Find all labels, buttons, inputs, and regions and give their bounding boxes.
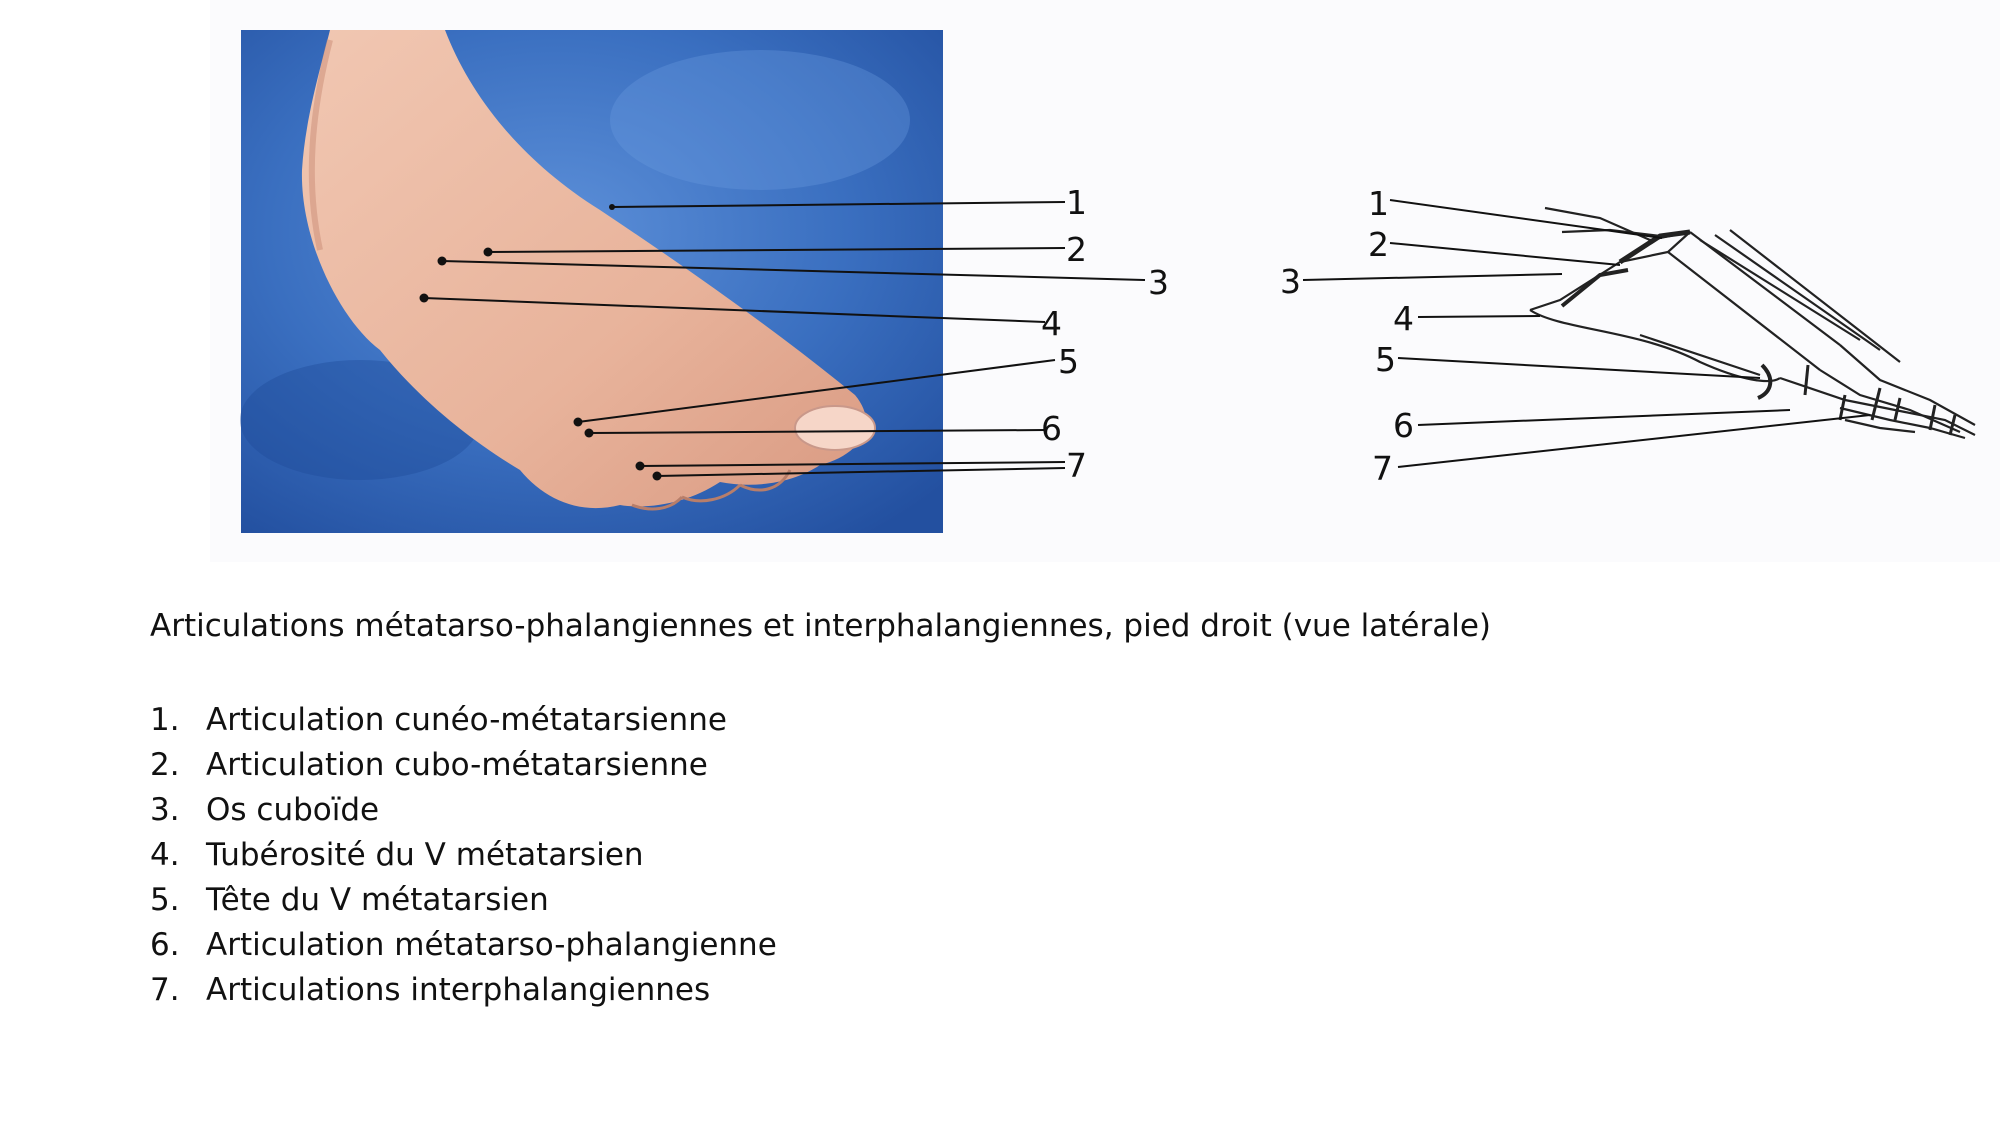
legend-item: 4. Tubérosité du V métatarsien xyxy=(150,833,777,878)
drawing-leader-lines xyxy=(1302,199,1871,468)
foot-silhouette xyxy=(301,30,867,509)
legend-number: 2. xyxy=(150,747,180,783)
legend-item: 3. Os cuboïde xyxy=(150,788,777,833)
legend-item: 1. Articulation cunéo-métatarsienne xyxy=(150,698,777,743)
drawing-callout-3: 3 xyxy=(1280,262,1301,301)
legend-number: 3. xyxy=(150,792,180,828)
legend-number: 4. xyxy=(150,837,180,873)
drawing-callout-6: 6 xyxy=(1393,406,1414,445)
photo-callout-5: 5 xyxy=(1058,342,1079,381)
photo-callout-4: 4 xyxy=(1041,304,1062,343)
legend-item: 5. Tête du V métatarsien xyxy=(150,878,777,923)
legend-number: 6. xyxy=(150,927,180,963)
big-toe-nail xyxy=(794,405,876,451)
legend-label: Os cuboïde xyxy=(206,792,380,828)
photo-callout-7: 7 xyxy=(1066,446,1087,485)
drawing-callouts: 1 2 3 4 5 6 7 xyxy=(1280,184,1414,488)
legend-list: 1. Articulation cunéo-métatarsienne 2. Art… xyxy=(150,698,777,1013)
legend-label: Articulation métatarso-phalangienne xyxy=(206,927,777,963)
photo-callout-1: 1 xyxy=(1066,183,1087,222)
figure-caption: Articulations métatarso-phalangiennes et… xyxy=(150,608,1491,644)
photo-callouts: 1 2 3 4 5 6 7 xyxy=(1041,183,1169,485)
drawing-callout-1: 1 xyxy=(1368,184,1389,223)
drawing-callout-4: 4 xyxy=(1393,299,1414,338)
drawing-callout-5: 5 xyxy=(1375,340,1396,379)
legend-label: Articulation cubo-métatarsienne xyxy=(206,747,708,783)
legend-number: 5. xyxy=(150,882,180,918)
photo-callout-3: 3 xyxy=(1148,263,1169,302)
legend-item: 2. Articulation cubo-métatarsienne xyxy=(150,743,777,788)
legend-item: 7. Articulations interphalangiennes xyxy=(150,968,777,1013)
legend-label: Articulations interphalangiennes xyxy=(206,972,711,1008)
photo-callout-6: 6 xyxy=(1041,409,1062,448)
foot-skeleton-drawing xyxy=(1529,206,1976,440)
legend-label: Tête du V métatarsien xyxy=(206,882,549,918)
legend-item: 6. Articulation métatarso-phalangienne xyxy=(150,923,777,968)
drawing-callout-7: 7 xyxy=(1372,449,1393,488)
legend-label: Tubérosité du V métatarsien xyxy=(206,837,644,873)
legend-number: 7. xyxy=(150,972,180,1008)
photo-leader-lines xyxy=(423,201,1146,477)
legend-number: 1. xyxy=(150,702,180,738)
anatomy-figure: 1 2 3 4 5 6 7 1 2 3 4 5 6 7 xyxy=(240,30,1976,533)
photo-callout-2: 2 xyxy=(1066,230,1087,269)
drawing-callout-2: 2 xyxy=(1368,225,1389,264)
photo-marker-dots xyxy=(419,204,662,481)
legend-label: Articulation cunéo-métatarsienne xyxy=(206,702,727,738)
foot-photo xyxy=(240,30,943,533)
